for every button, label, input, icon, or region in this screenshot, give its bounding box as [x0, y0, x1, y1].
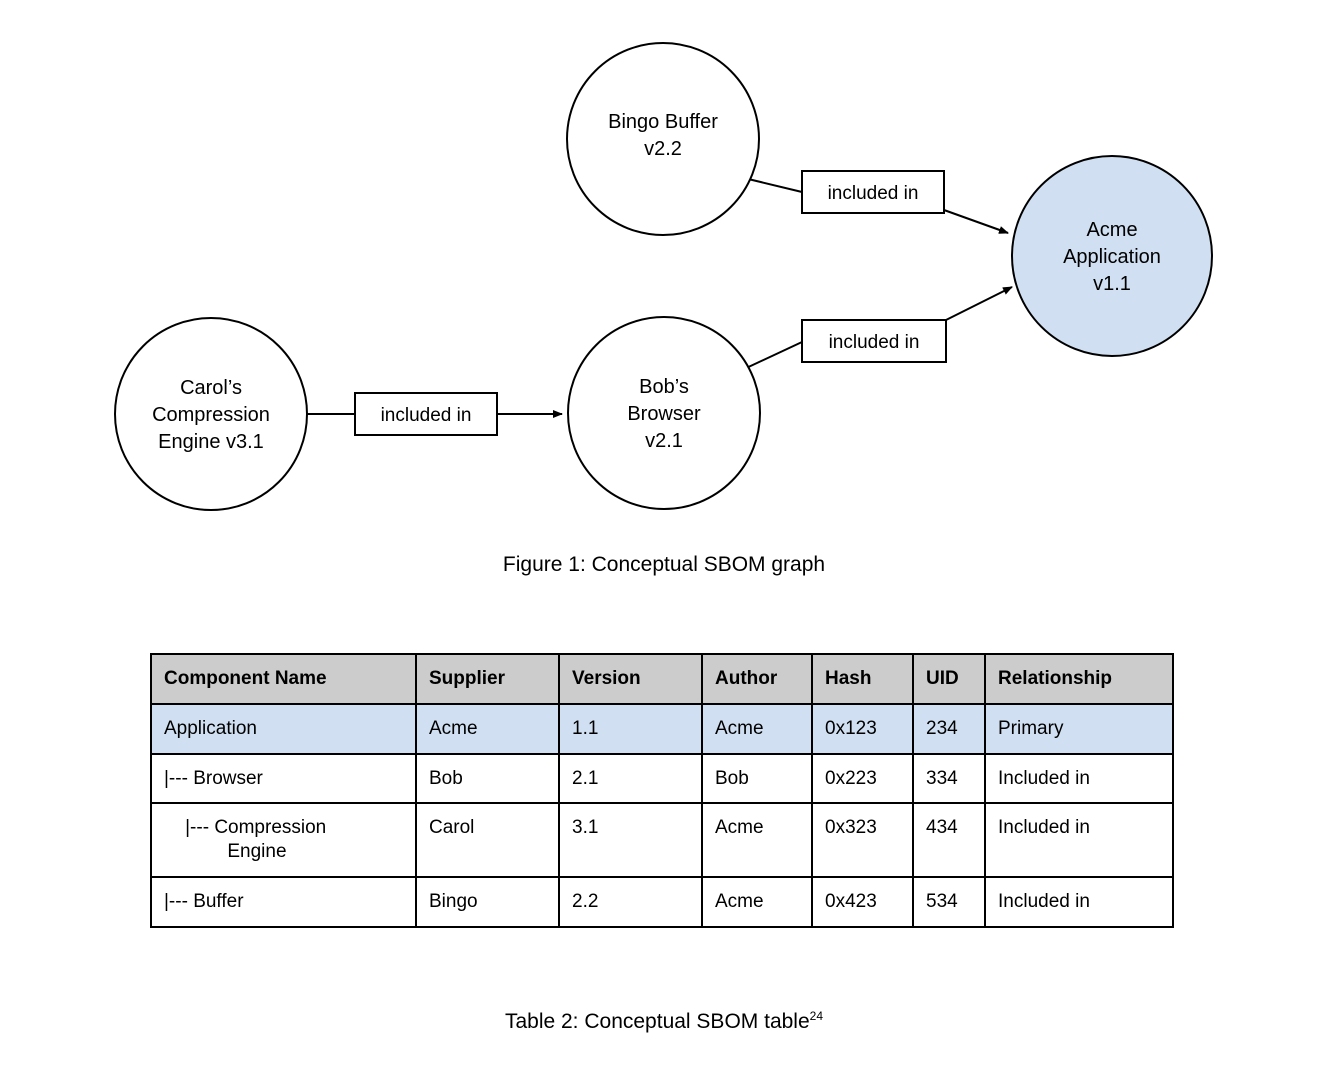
cell-relationship: Primary [984, 702, 1174, 755]
column-header-author[interactable]: Author [701, 653, 813, 705]
column-header-version[interactable]: Version [558, 653, 703, 705]
edge-line-bingo-label [743, 177, 803, 193]
node-label-acme-application-line1: Acme [1086, 219, 1137, 241]
edge-bingo-to-acme: included in [743, 170, 1009, 234]
node-label-bob-line2: Browser [627, 403, 701, 425]
table-caption-footnote-marker: 24 [809, 1009, 824, 1023]
column-header-relationship[interactable]: Relationship [984, 653, 1174, 705]
node-label-bingo-buffer-line2: v2.2 [644, 138, 682, 160]
node-label-carol-line3: Engine v3.1 [158, 431, 264, 453]
column-header-supplier[interactable]: Supplier [415, 653, 560, 705]
cell-component-name: |--- Buffer [150, 875, 417, 928]
table-caption: Table 2: Conceptual SBOM table24 [0, 1010, 1328, 1034]
cell-component-name: Application [150, 702, 417, 755]
node-label-bob-line3: v2.1 [645, 430, 683, 452]
node-carols-compression-engine[interactable]: Carol’s Compression Engine v3.1 [114, 317, 308, 511]
figure-caption: Figure 1: Conceptual SBOM graph [502, 553, 826, 576]
table-caption-text: Table 2: Conceptual SBOM table [504, 1010, 810, 1033]
node-label-acme-application-line3: v1.1 [1093, 273, 1131, 295]
edge-label-bob-acme: included in [829, 332, 920, 353]
cell-uid: 334 [912, 752, 986, 805]
cell-uid: 534 [912, 875, 986, 928]
sbom-table-container: Component Name Supplier Version Author H… [150, 653, 1174, 928]
node-bobs-browser[interactable]: Bob’s Browser v2.1 [567, 316, 761, 510]
node-circle-carols-compression-engine [114, 317, 308, 511]
cell-supplier: Bob [415, 752, 560, 805]
node-circle-bobs-browser [567, 316, 761, 510]
node-label-bob-line1: Bob’s [639, 376, 689, 398]
cell-supplier: Acme [415, 702, 560, 755]
cell-author: Acme [701, 802, 813, 878]
table-row[interactable]: |--- Browser Bob 2.1 Bob 0x223 334 Inclu… [150, 752, 1174, 805]
node-label-bingo-buffer-line1: Bingo Buffer [608, 111, 718, 133]
node-circle-acme-application [1011, 155, 1213, 357]
cell-hash: 0x223 [811, 752, 914, 805]
edge-label-box-carol-bob [354, 392, 498, 436]
cell-supplier: Carol [415, 802, 560, 878]
table-row[interactable]: |--- Buffer Bingo 2.2 Acme 0x423 534 Inc… [150, 875, 1174, 928]
cell-version: 2.2 [558, 875, 703, 928]
edge-bob-to-acme: included in [741, 286, 1013, 371]
edge-line-bob-label [741, 341, 803, 371]
cell-version: 1.1 [558, 702, 703, 755]
cell-relationship: Included in [984, 752, 1174, 805]
node-circle-bingo-buffer [566, 42, 760, 236]
column-header-hash[interactable]: Hash [811, 653, 914, 705]
cell-author: Bob [701, 752, 813, 805]
node-label-carol-line2: Compression [152, 404, 270, 426]
edge-label-carol-bob: included in [381, 405, 472, 426]
cell-hash: 0x323 [811, 802, 914, 878]
column-header-component-name[interactable]: Component Name [150, 653, 417, 705]
cell-version: 3.1 [558, 802, 703, 878]
edge-label-bingo-acme: included in [828, 183, 919, 204]
edge-arrow-bingo-acme [943, 209, 1009, 234]
table-row[interactable]: Application Acme 1.1 Acme 0x123 234 Prim… [150, 702, 1174, 755]
edge-label-box-bingo-acme [801, 170, 945, 214]
sbom-graph-figure: included in included in included in Bing… [114, 42, 1213, 511]
cell-relationship: Included in [984, 875, 1174, 928]
cell-component-name: |--- Compression Engine [150, 802, 417, 878]
cell-version: 2.1 [558, 752, 703, 805]
cell-component-name: |--- Browser [150, 752, 417, 805]
node-acme-application[interactable]: Acme Application v1.1 [1011, 155, 1213, 357]
edge-carol-to-bob: included in [307, 392, 563, 436]
cell-supplier: Bingo [415, 875, 560, 928]
sbom-table: Component Name Supplier Version Author H… [150, 653, 1174, 928]
cell-hash: 0x423 [811, 875, 914, 928]
table-row[interactable]: |--- Compression Engine Carol 3.1 Acme 0… [150, 802, 1174, 878]
cell-author: Acme [701, 875, 813, 928]
edge-label-box-bob-acme [801, 319, 947, 363]
edge-arrow-bob-acme [945, 286, 1013, 321]
node-bingo-buffer[interactable]: Bingo Buffer v2.2 [566, 42, 760, 236]
table-header-row: Component Name Supplier Version Author H… [150, 653, 1174, 705]
cell-hash: 0x123 [811, 702, 914, 755]
sbom-graph-canvas: included in included in included in Bing… [114, 42, 1213, 511]
node-label-acme-application-line2: Application [1063, 246, 1161, 268]
column-header-uid[interactable]: UID [912, 653, 986, 705]
cell-uid: 434 [912, 802, 986, 878]
cell-author: Acme [701, 702, 813, 755]
cell-relationship: Included in [984, 802, 1174, 878]
node-label-carol-line1: Carol’s [180, 377, 242, 399]
cell-uid: 234 [912, 702, 986, 755]
